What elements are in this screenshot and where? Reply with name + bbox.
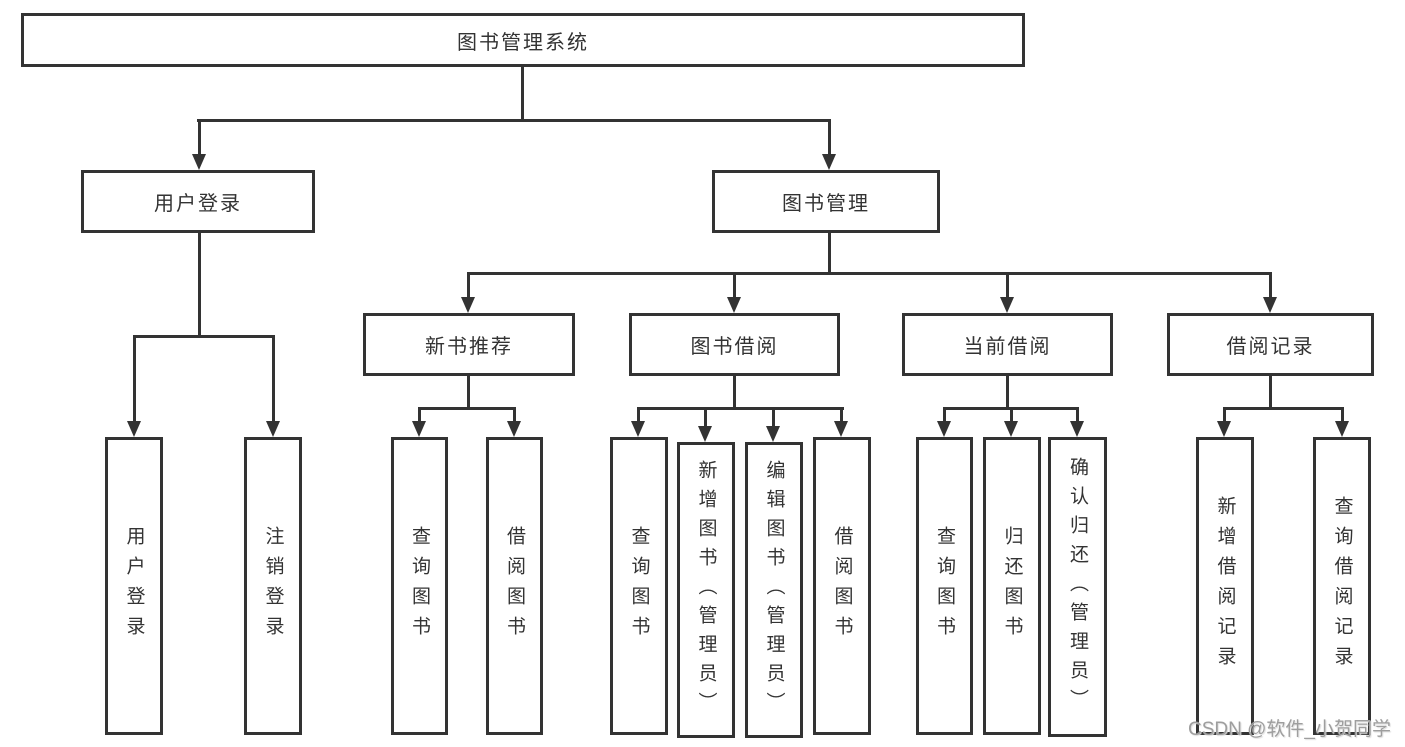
arrow-leaf-user-login (127, 421, 141, 437)
connector-stem-query-record (1341, 407, 1344, 423)
node-borrow-record-label: 借阅记录 (1226, 336, 1315, 358)
leaf-add-borrow-record-label: 新增借阅记录 (1214, 496, 1236, 676)
connector-stem-current-borrow (1006, 272, 1009, 299)
connector-stem-add-book (704, 407, 707, 428)
connector-user-login-stub (198, 233, 201, 335)
leaf-add-borrow-record: 新增借阅记录 (1196, 437, 1254, 735)
arrow-add-record (1217, 421, 1231, 437)
connector-stem-new-book-rec (467, 272, 470, 299)
connector-stem-book-borrow (733, 272, 736, 299)
node-book-borrow-label: 图书借阅 (690, 336, 779, 358)
connector-book-borrow-stub (733, 376, 736, 407)
connector-stem-edit-book (772, 407, 775, 428)
connector-stem-user-login (198, 119, 201, 156)
node-root-label: 图书管理系统 (457, 31, 589, 54)
node-user-login-label: 用户登录 (154, 193, 242, 215)
connector-stem-query-cur (943, 407, 946, 423)
leaf-logout-label: 注销登录 (262, 526, 284, 646)
connector-stem-query-bor (637, 407, 640, 423)
leaf-borrow-book-rec-label: 借阅图书 (504, 526, 525, 646)
connector-book-borrow-branch (637, 407, 844, 410)
connector-root-stub (521, 67, 524, 119)
leaf-borrow-book-rec: 借阅图书 (486, 437, 543, 735)
arrow-borrow-record (1263, 297, 1277, 313)
leaf-return-book: 归还图书 (983, 437, 1041, 735)
leaf-query-book-borrow-label: 查询图书 (628, 526, 650, 646)
arrow-user-login (192, 154, 206, 170)
connector-stem-borrow-bor (840, 407, 843, 423)
node-current-borrow-label: 当前借阅 (963, 336, 1052, 358)
node-new-book-rec: 新书推荐 (363, 313, 575, 376)
connector-stem-query-rec (418, 407, 421, 423)
leaf-query-borrow-record-label: 查询借阅记录 (1331, 496, 1353, 676)
connector-stem-borrow-rec (513, 407, 516, 423)
arrow-return-book (1004, 421, 1018, 437)
arrow-query-bor (631, 421, 645, 437)
leaf-query-book-rec-label: 查询图书 (409, 526, 430, 646)
connector-user-login-branch (133, 335, 275, 338)
leaf-query-book-rec: 查询图书 (391, 437, 448, 735)
leaf-query-borrow-record: 查询借阅记录 (1313, 437, 1371, 735)
node-new-book-rec-label: 新书推荐 (425, 336, 513, 358)
connector-stem-leaf-logout (272, 335, 275, 423)
leaf-edit-book-label: 编辑图书（管理员） (763, 459, 785, 721)
connector-stem-add-record (1223, 407, 1226, 423)
leaf-user-login: 用户登录 (105, 437, 163, 735)
connector-level1-branch (197, 119, 831, 122)
arrow-query-cur (937, 421, 951, 437)
leaf-query-book-current-label: 查询图书 (934, 526, 955, 646)
node-borrow-record: 借阅记录 (1167, 313, 1374, 376)
connector-book-mgmt-stub (828, 233, 831, 272)
node-book-mgmt: 图书管理 (712, 170, 940, 233)
leaf-return-book-label: 归还图书 (1001, 526, 1023, 646)
node-root: 图书管理系统 (21, 13, 1025, 67)
leaf-add-book: 新增图书（管理员） (677, 442, 735, 738)
connector-stem-return-book (1010, 407, 1013, 423)
connector-new-book-rec-stub (467, 376, 470, 407)
leaf-add-book-label: 新增图书（管理员） (695, 459, 717, 721)
arrow-borrow-bor (834, 421, 848, 437)
arrow-book-borrow (727, 297, 741, 313)
arrow-add-book (698, 426, 712, 442)
arrow-current-borrow (1000, 297, 1014, 313)
arrow-book-mgmt (822, 154, 836, 170)
connector-level2-branch (467, 272, 1272, 275)
leaf-confirm-return-label: 确认归还（管理员） (1067, 456, 1088, 718)
arrow-confirm-return (1070, 421, 1084, 437)
node-user-login: 用户登录 (81, 170, 315, 233)
leaf-edit-book: 编辑图书（管理员） (745, 442, 803, 738)
leaf-borrow-book-borrow-label: 借阅图书 (831, 526, 853, 646)
leaf-query-book-current: 查询图书 (916, 437, 973, 735)
node-current-borrow: 当前借阅 (902, 313, 1113, 376)
csdn-watermark: CSDN @软件_小贺同学 (1188, 719, 1391, 740)
leaf-logout: 注销登录 (244, 437, 302, 735)
connector-borrow-record-branch (1223, 407, 1344, 410)
arrow-query-record (1335, 421, 1349, 437)
leaf-query-book-borrow: 查询图书 (610, 437, 668, 735)
leaf-borrow-book-borrow: 借阅图书 (813, 437, 871, 735)
leaf-confirm-return: 确认归还（管理员） (1048, 437, 1107, 737)
leaf-user-login-label: 用户登录 (123, 526, 145, 646)
connector-stem-book-mgmt (828, 119, 831, 156)
node-book-borrow: 图书借阅 (629, 313, 840, 376)
arrow-leaf-logout (266, 421, 280, 437)
arrow-edit-book (766, 426, 780, 442)
node-book-mgmt-label: 图书管理 (782, 193, 870, 215)
connector-stem-leaf-user-login (133, 335, 136, 423)
connector-stem-confirm-return (1076, 407, 1079, 423)
connector-current-borrow-stub (1006, 376, 1009, 407)
arrow-query-rec (412, 421, 426, 437)
connector-new-book-rec-branch (418, 407, 516, 410)
arrow-new-book-rec (461, 297, 475, 313)
connector-borrow-record-stub (1269, 376, 1272, 407)
arrow-borrow-rec (507, 421, 521, 437)
connector-stem-borrow-record (1269, 272, 1272, 299)
